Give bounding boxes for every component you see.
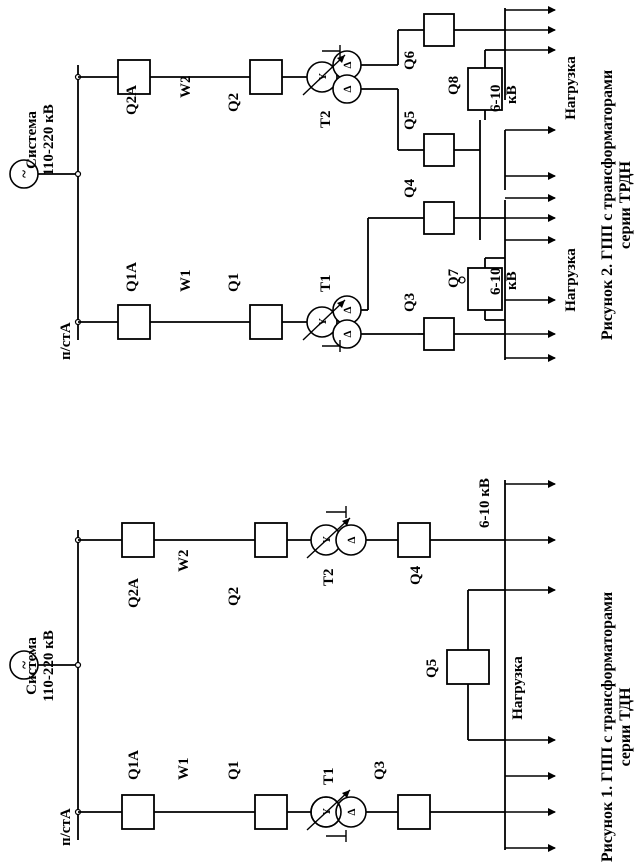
breaker-q2 bbox=[254, 522, 288, 558]
label-q7: Q7 bbox=[446, 268, 462, 288]
transformer-t2-icon: Y ∆ bbox=[306, 506, 367, 559]
svg-text:∆: ∆ bbox=[342, 306, 354, 313]
label-system-voltage: 110-220 кВ bbox=[41, 104, 57, 176]
label-voltage-b-unit: кВ bbox=[504, 85, 520, 104]
svg-text:∆: ∆ bbox=[342, 85, 354, 92]
label-substation: п/стА bbox=[58, 808, 74, 846]
label-q1: Q1 bbox=[226, 273, 242, 292]
breaker-q6 bbox=[423, 13, 455, 47]
junction bbox=[74, 661, 82, 669]
load-feeders-fig1 bbox=[505, 480, 556, 852]
label-q4: Q4 bbox=[402, 178, 418, 198]
label-voltage-a-unit: кВ bbox=[504, 271, 520, 290]
svg-text:∆: ∆ bbox=[346, 536, 358, 543]
label-voltage-a: 6-10 bbox=[488, 268, 504, 296]
breaker-q1a bbox=[121, 794, 155, 830]
caption-fig1-series: серии ТДН bbox=[617, 687, 634, 766]
breaker-q5 bbox=[423, 133, 455, 167]
label-w2: W2 bbox=[178, 76, 194, 99]
label-q4: Q4 bbox=[408, 565, 424, 585]
breaker-q1 bbox=[254, 794, 288, 830]
load-feeders-fig2 bbox=[505, 6, 556, 362]
breaker-q3 bbox=[423, 317, 455, 351]
breaker-q2 bbox=[249, 59, 283, 95]
breaker-q1a bbox=[117, 304, 151, 340]
junction bbox=[458, 276, 466, 284]
svg-text:Y: Y bbox=[317, 318, 329, 326]
breaker-q2a bbox=[117, 59, 151, 95]
label-q6: Q6 bbox=[402, 50, 418, 70]
svg-text:~: ~ bbox=[17, 170, 33, 178]
label-t1: T1 bbox=[318, 274, 334, 292]
label-w2: W2 bbox=[176, 550, 192, 573]
label-q2a: Q2A bbox=[124, 85, 140, 115]
breaker-q4 bbox=[397, 522, 431, 558]
label-q1: Q1 bbox=[226, 761, 242, 780]
junction bbox=[74, 170, 82, 178]
label-t1: T1 bbox=[321, 767, 337, 785]
svg-text:∆: ∆ bbox=[342, 61, 354, 68]
caption-fig2: Рисунок 2. ГПП с трансформаторами bbox=[599, 70, 616, 340]
label-q2: Q2 bbox=[226, 93, 242, 112]
svg-text:∆: ∆ bbox=[342, 330, 354, 337]
caption-fig1: Рисунок 1. ГПП с трансформаторами bbox=[599, 592, 616, 862]
label-voltage: 6-10 кВ bbox=[477, 478, 493, 528]
svg-text:∆: ∆ bbox=[346, 808, 358, 815]
label-w1: W1 bbox=[176, 758, 192, 781]
label-q2: Q2 bbox=[226, 587, 242, 606]
label-q3: Q3 bbox=[372, 761, 388, 780]
label-load-b: Нагрузка bbox=[563, 56, 579, 120]
transformer-t1-icon: Y ∆ ∆ bbox=[302, 295, 362, 352]
label-load: Нагрузка bbox=[510, 656, 526, 720]
transformer-t1-icon: Y ∆ bbox=[306, 789, 367, 842]
label-system: Система bbox=[24, 111, 40, 169]
label-system: Система bbox=[24, 637, 40, 695]
label-system-voltage: 110-220 кВ bbox=[41, 630, 57, 702]
breaker-q3 bbox=[397, 794, 431, 830]
label-w1: W1 bbox=[178, 270, 194, 293]
label-q1a: Q1A bbox=[126, 750, 142, 780]
figure-2: ~ Y ∆ ∆ bbox=[9, 6, 634, 362]
label-substation: п/стА bbox=[58, 322, 74, 360]
label-load-a: Нагрузка bbox=[563, 248, 579, 312]
figure-1: ~ Y ∆ bbox=[9, 478, 634, 862]
label-q8: Q8 bbox=[446, 76, 462, 95]
label-q2a: Q2A bbox=[126, 578, 142, 608]
label-q5: Q5 bbox=[402, 111, 418, 130]
label-q1a: Q1A bbox=[124, 262, 140, 292]
label-voltage-b: 6-10 bbox=[488, 85, 504, 113]
breaker-q1 bbox=[249, 304, 283, 340]
breaker-q2a bbox=[121, 522, 155, 558]
label-q3: Q3 bbox=[402, 293, 418, 312]
label-q5: Q5 bbox=[424, 659, 440, 678]
breaker-q4 bbox=[423, 201, 455, 235]
breaker-q5 bbox=[446, 649, 490, 685]
transformer-t2-icon: Y ∆ ∆ bbox=[302, 45, 362, 104]
label-t2: T2 bbox=[318, 110, 334, 128]
label-t2: T2 bbox=[321, 568, 337, 586]
svg-text:Y: Y bbox=[317, 73, 329, 81]
svg-text:~: ~ bbox=[17, 661, 33, 669]
caption-fig2-series: серии ТРДН bbox=[617, 160, 634, 248]
